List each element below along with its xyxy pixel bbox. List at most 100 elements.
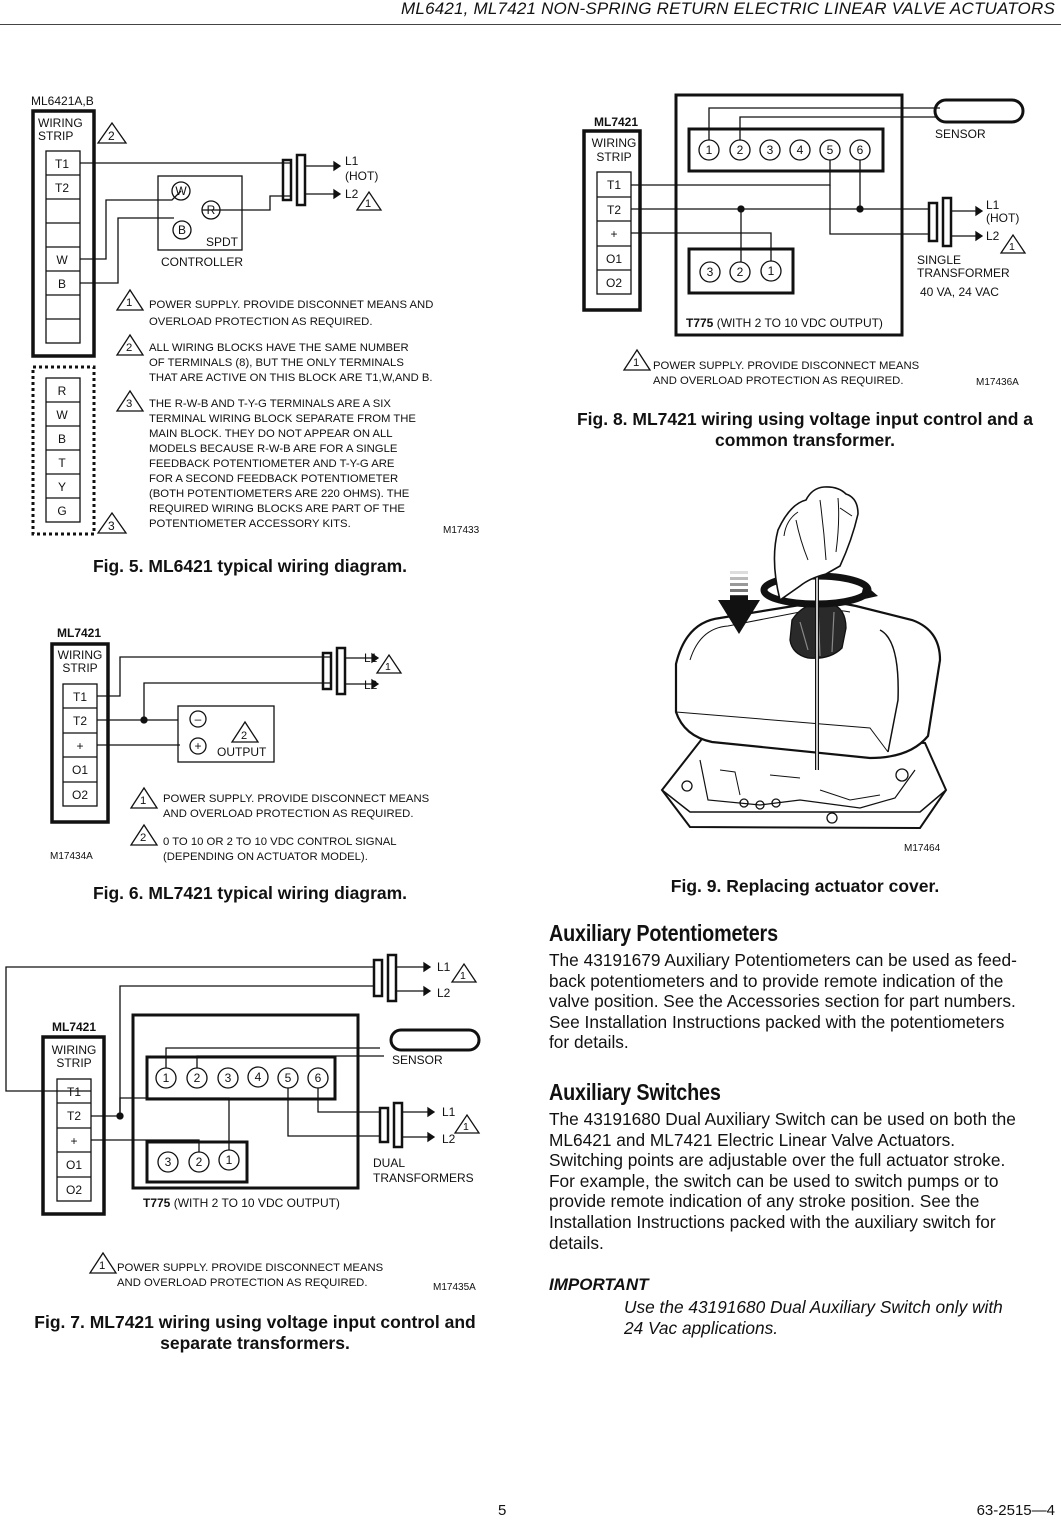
- fig8-term-o1: O1: [606, 252, 622, 266]
- fig7-strip-label: WIRING: [52, 1043, 97, 1057]
- fig6-term-o2: O2: [72, 788, 88, 802]
- fig7-sensor: [389, 1028, 481, 1052]
- fig5-note3-l2: TERMINAL WIRING BLOCK SEPARATE FROM THE: [149, 413, 416, 425]
- fig5-aux-b: B: [58, 432, 66, 446]
- fig5-note2-l1: ALL WIRING BLOCKS HAVE THE SAME NUMBER: [149, 342, 409, 354]
- aux-switch-l6: Installation Instructions packed with th…: [549, 1211, 996, 1232]
- fig7-disconnect-bottom: [378, 1101, 436, 1149]
- aux-switch-l5: provide remote indication of any stroke …: [549, 1191, 980, 1212]
- fig7-top-3: 3: [225, 1071, 232, 1085]
- fig8-note1-num: 1: [633, 357, 639, 369]
- fig5-note3-l6: FOR A SECOND FEEDBACK POTENTIOMETER: [149, 473, 398, 485]
- fig5-note2-marker: [96, 121, 128, 144]
- fig8-hot: (HOT): [986, 211, 1019, 225]
- fig7-l1-top: L1: [437, 960, 451, 974]
- fig7-top-circles: [155, 1066, 329, 1089]
- fig8-top-3: 3: [767, 143, 774, 157]
- fig5-note2-l3: THAT ARE ACTIVE ON THIS BLOCK ARE T1,W,A…: [149, 372, 433, 384]
- page-header: ML6421, ML7421 NON-SPRING RETURN ELECTRI…: [401, 0, 1055, 18]
- aux-switch-l2: ML6421 and ML7421 Electric Linear Valve …: [549, 1129, 956, 1150]
- fig7-wire-plus: [91, 1139, 200, 1152]
- fig9-illustration: M17464: [660, 486, 948, 854]
- fig6-note2-num: 2: [140, 832, 146, 844]
- fig6-output-box: [177, 705, 275, 763]
- fig5-note3-l9: POTENTIOMETER ACCESSORY KITS.: [149, 518, 351, 530]
- fig8-bot-3: 3: [707, 265, 714, 279]
- fig8-diagram: ML7421 WIRING STRIP T1 T2 + O1 O2 1 2 3 …: [582, 93, 1027, 388]
- fig5-term-t2: T2: [55, 181, 69, 195]
- fig5-note3-l8: REQUIRED WIRING BLOCKS ARE PART OF THE: [149, 503, 405, 515]
- fig6-l1-marker: [375, 653, 403, 674]
- fig6-l1: L1: [364, 651, 378, 665]
- fig7-wire-sensor-2: [196, 1055, 384, 1068]
- fig5-wiring-strip-box: [31, 109, 96, 358]
- fig5-strip-label-2: STRIP: [38, 129, 73, 143]
- fig7-note1-marker: [88, 1251, 118, 1274]
- fig5-w-label: W: [175, 184, 187, 198]
- aux-pot-l3: valve position. See the Accessories sect…: [549, 991, 1016, 1012]
- fig5-note3-l4: MODELS BECAUSE R-W-B ARE FOR A SINGLE: [149, 443, 398, 455]
- fig8-l1: L1: [986, 198, 1000, 212]
- important-label: IMPORTANT: [549, 1275, 649, 1294]
- fig6-wire-t1: [97, 656, 330, 697]
- fig5-note3-marker-b: [115, 389, 145, 412]
- fig8-wire-sensor-2: [739, 116, 938, 140]
- fig6-output-label: OUTPUT: [217, 745, 267, 759]
- fig7-sensor-label: SENSOR: [392, 1053, 443, 1067]
- fig7-t775-label: T775 (WITH 2 TO 10 VDC OUTPUT): [143, 1196, 340, 1210]
- fig8-transformer: TRANSFORMER: [917, 266, 1010, 280]
- fig7-t775-box: [131, 1013, 360, 1190]
- fig8-sensor: [933, 98, 1025, 124]
- fig6-l2: L2: [364, 678, 378, 692]
- fig8-bot-1: 1: [768, 264, 775, 278]
- aux-pot-body: The 43191679 Auxiliary Potentiometers ca…: [549, 950, 1059, 1053]
- fig5-ctrl-b: [172, 220, 192, 240]
- fig5-note3-l7: (BOTH POTENTIOMETERS ARE 220 OHMS). THE: [149, 488, 410, 500]
- fig8-l2-marker-num: 1: [1009, 241, 1015, 253]
- fig8-t775-label: T775 (WITH 2 TO 10 VDC OUTPUT): [686, 316, 883, 330]
- fig5-wire-w: [80, 190, 182, 260]
- fig6-output-marker: [230, 720, 260, 743]
- fig7-diagram: ML7421 WIRING STRIP T1 T2 + O1 O2 1 2 3 …: [5, 953, 481, 1293]
- fig6-output-num: 2: [241, 730, 247, 742]
- fig5-note1-marker: [115, 288, 145, 311]
- fig9-hand: [773, 486, 859, 602]
- fig6-diagram: ML7421 WIRING STRIP T1 T2 + O1 O2 – + 2 …: [50, 626, 430, 863]
- aux-pot-l5: for details.: [549, 1032, 629, 1053]
- fig5-note2-l2: OF TERMINALS (8), BUT THE ONLY TERMINALS: [149, 357, 404, 369]
- fig7-bot-1: 1: [226, 1153, 233, 1167]
- fig6-note1-l1: POWER SUPPLY. PROVIDE DISCONNECT MEANS: [163, 793, 430, 805]
- fig7-term-t2: T2: [67, 1109, 81, 1123]
- fig5-note3-l1: THE R-W-B AND T-Y-G TERMINALS ARE A SIX: [149, 398, 391, 410]
- fig8-l2-marker: [999, 233, 1027, 254]
- header-rule: [0, 24, 1061, 25]
- fig5-note1-num: 1: [126, 297, 132, 309]
- fig6-junction: [140, 716, 148, 724]
- fig6-wiring-strip-box: [50, 642, 110, 824]
- fig5-aux-w: W: [56, 408, 68, 422]
- fig6-caption: Fig. 6. ML7421 typical wiring diagram.: [92, 883, 408, 903]
- fig8-code: M17436A: [976, 377, 1019, 388]
- fig7-top-2: 2: [194, 1071, 201, 1085]
- fig6-note1-l2: AND OVERLOAD PROTECTION AS REQUIRED.: [163, 808, 413, 820]
- fig5-note3-marker: [96, 511, 128, 534]
- fig8-term-t1: T1: [607, 178, 621, 192]
- fig7-term-o1: O1: [66, 1158, 82, 1172]
- fig5-controller-box: [157, 175, 243, 251]
- fig7-wire-sensor-1: [165, 1047, 380, 1068]
- aux-switch-l4: For example, the switch can be used to s…: [549, 1170, 999, 1191]
- fig5-caption: Fig. 5. ML6421 typical wiring diagram.: [92, 556, 408, 576]
- fig5-l2-note-marker: [355, 190, 383, 211]
- fig7-wire-6: [317, 1088, 380, 1113]
- fig8-top-6: 6: [857, 143, 864, 157]
- fig8-disconnect: [927, 196, 984, 248]
- fig7-disconnect-top: [372, 953, 432, 1003]
- doc-number: 63-2515—4: [976, 1502, 1055, 1519]
- fig7-term-o2: O2: [66, 1183, 82, 1197]
- fig6-note1-num: 1: [140, 795, 146, 807]
- fig6-note2-l1: 0 TO 10 OR 2 TO 10 VDC CONTROL SIGNAL: [163, 836, 397, 848]
- fig6-plus-label: +: [194, 739, 201, 753]
- fig7-bot-marker: [453, 1113, 481, 1134]
- fig8-top-2: 2: [737, 143, 744, 157]
- page-number: 5: [498, 1502, 507, 1519]
